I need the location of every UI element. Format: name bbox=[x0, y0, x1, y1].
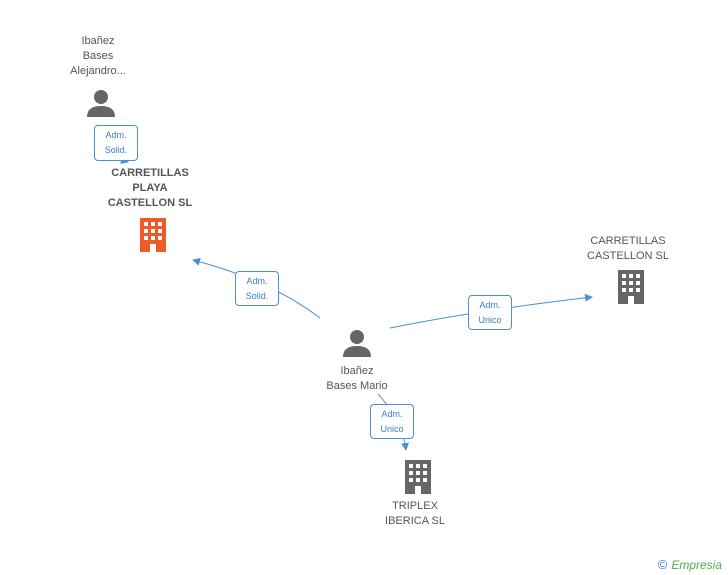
building-icon[interactable] bbox=[615, 270, 647, 304]
building-icon[interactable] bbox=[137, 218, 169, 252]
node-label-alejandro[interactable]: Ibañez Bases Alejandro... bbox=[70, 35, 126, 77]
node-label-mario[interactable]: Ibañez Bases Mario bbox=[326, 365, 388, 392]
edge-label-alejandro-playa[interactable]: Adm. Solid. bbox=[94, 125, 138, 161]
copyright-symbol: © bbox=[657, 557, 668, 572]
node-label-playa[interactable]: CARRETILLAS PLAYA CASTELLON SL bbox=[107, 167, 193, 209]
edge-label-mario-playa[interactable]: Adm. Solid. bbox=[235, 271, 279, 306]
building-icon[interactable] bbox=[402, 460, 434, 494]
brand-logo: Empresia bbox=[671, 558, 722, 572]
node-label-triplex[interactable]: TRIPLEX IBERICA SL bbox=[385, 500, 445, 527]
node-label-castellon[interactable]: CARRETILLAS CASTELLON SL bbox=[587, 235, 669, 262]
edge-label-mario-triplex[interactable]: Adm. Unico bbox=[370, 404, 414, 439]
edge-label-mario-castellon[interactable]: Adm. Unico bbox=[468, 295, 512, 330]
person-icon[interactable] bbox=[342, 328, 372, 358]
person-icon[interactable] bbox=[86, 88, 116, 118]
footer-brand[interactable]: ©Empresia bbox=[658, 557, 722, 572]
